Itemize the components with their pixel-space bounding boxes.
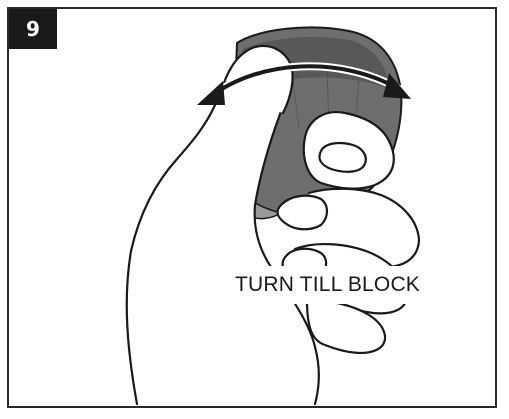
- step-number-badge: 9: [9, 9, 57, 49]
- instruction-panel: 9 TURN TILL BLOCK: [7, 7, 497, 408]
- hand-turning-dial-illustration: [9, 9, 495, 406]
- instruction-caption: TURN TILL BLOCK: [205, 266, 450, 304]
